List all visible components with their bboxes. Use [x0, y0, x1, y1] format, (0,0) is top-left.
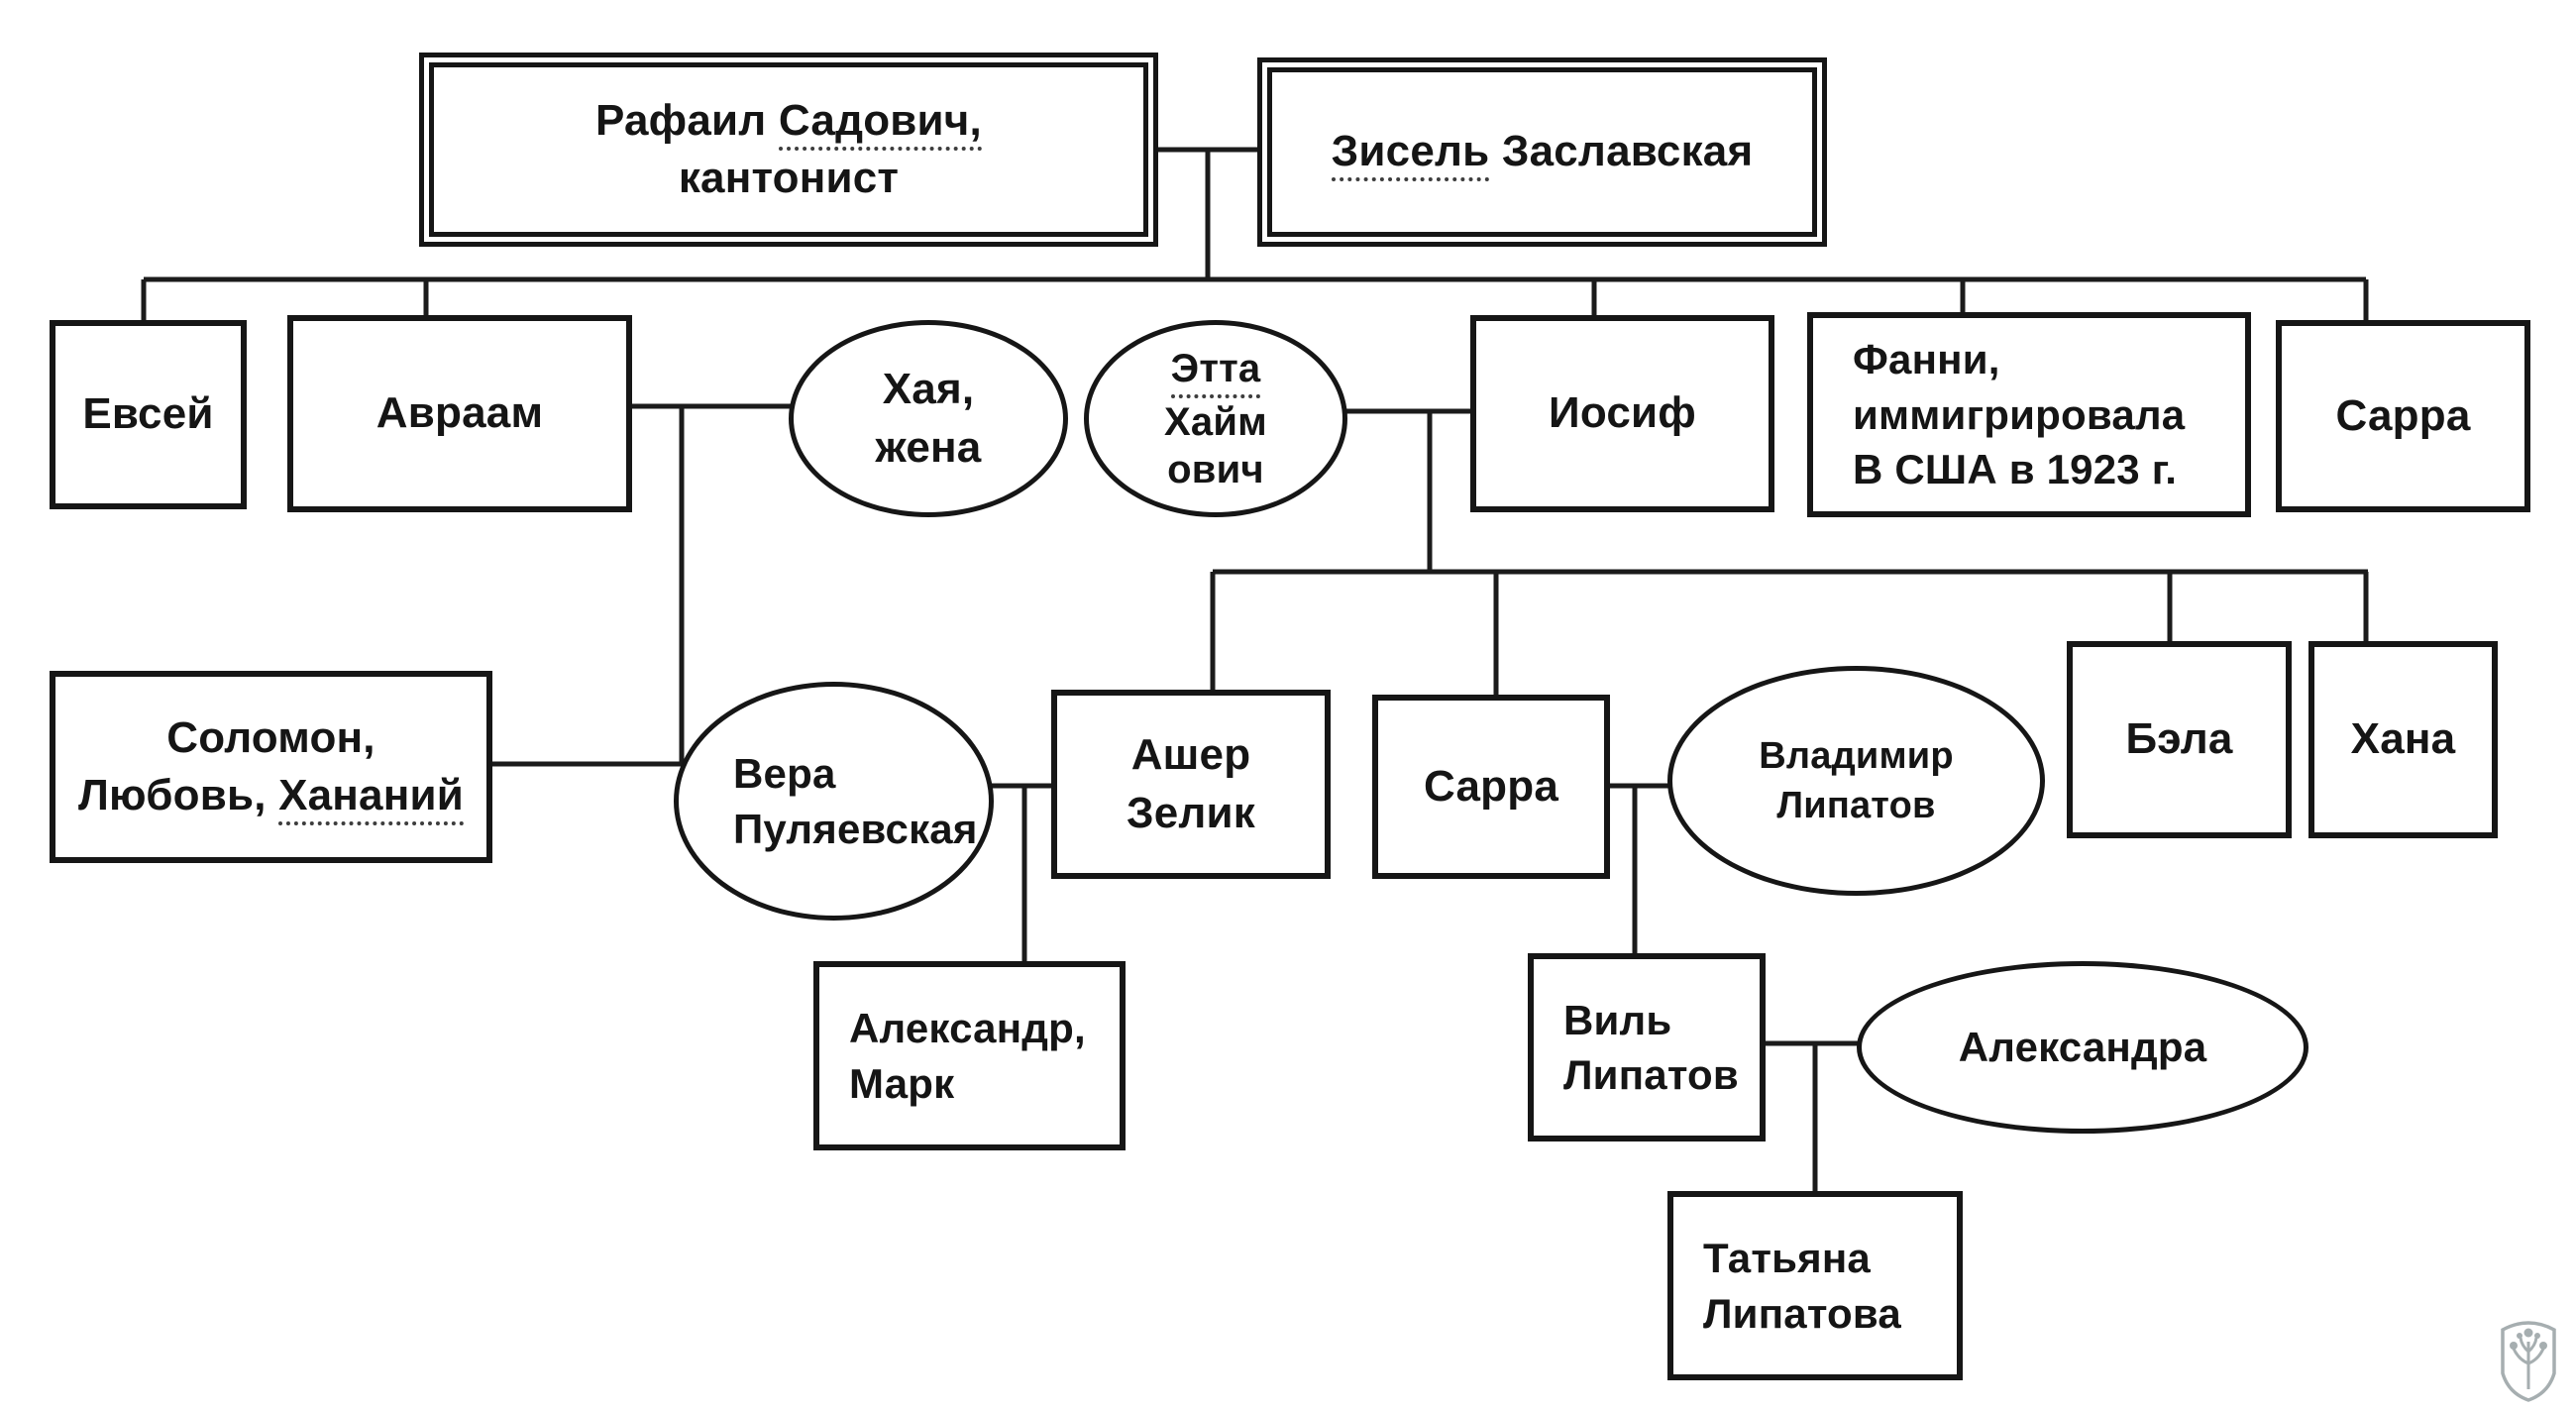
node-rafail-sadovich: Рафаил Садович, кантонист — [419, 53, 1158, 247]
node-vera-pulyaevskaya: Вера Пуляевская — [674, 682, 994, 921]
node-haya-wife: Хая, жена — [789, 320, 1068, 517]
person-note: кантонист — [678, 154, 900, 202]
person-name: Хайм — [1164, 399, 1267, 444]
person-name: Липатова — [1703, 1289, 1901, 1337]
person-name: Александра — [1958, 1024, 2207, 1071]
person-name: Зелик — [1126, 788, 1256, 837]
person-name: Татьяна — [1703, 1235, 1871, 1282]
person-name: ович — [1167, 447, 1264, 491]
person-name: Бэла — [2125, 714, 2233, 764]
person-note: В США в 1923 г. — [1853, 446, 2178, 493]
node-iosif: Иосиф — [1470, 315, 1774, 512]
underlined-word: Зисель — [1331, 127, 1490, 182]
tree-logo-watermark — [2493, 1310, 2564, 1410]
underlined-word: Этта — [1170, 345, 1261, 398]
node-aleksandra: Александра — [1857, 961, 2308, 1134]
person-name: Иосиф — [1549, 388, 1696, 438]
node-sarra-jr: Сарра — [1372, 695, 1610, 879]
node-zisel-zaslavskaya: Зисель Заславская — [1257, 57, 1827, 247]
node-vil-lipatov: Виль Липатов — [1528, 953, 1766, 1141]
tree-logo-icon — [2501, 1321, 2556, 1402]
node-evsey: Евсей — [50, 320, 247, 509]
person-name: Липатов — [1776, 785, 1936, 826]
person-name: Авраам — [376, 388, 544, 438]
node-sarra-sr: Сарра — [2276, 320, 2530, 512]
node-vladimir-lipatov: Владимир Липатов — [1667, 666, 2045, 896]
underlined-word: Садович, — [778, 95, 982, 151]
node-fanni: Фанни, иммигрировала В США в 1923 г. — [1807, 312, 2251, 517]
person-name: Сарра — [2335, 390, 2471, 440]
person-name: Фанни, — [1853, 336, 2000, 383]
person-name: Соломон, — [166, 712, 376, 762]
person-name: Марк — [849, 1059, 955, 1107]
person-name: Любовь, Хананий — [78, 767, 465, 825]
person-note: жена — [875, 422, 982, 472]
node-solomon-lyubov-hananiy: Соломон, Любовь, Хананий — [50, 671, 492, 863]
person-name: Сарра — [1423, 761, 1558, 811]
person-name: Рафаил Садович, — [595, 92, 982, 151]
person-name: Евсей — [82, 389, 214, 439]
node-aleksandr-mark: Александр, Марк — [813, 961, 1126, 1150]
person-name: Виль — [1563, 996, 1672, 1043]
person-name: Вера — [733, 750, 836, 798]
person-note: иммигрировала — [1853, 390, 2186, 438]
node-bela: Бэла — [2067, 641, 2292, 838]
person-name: Пуляевская — [733, 805, 978, 852]
person-name: Владимир — [1759, 734, 1954, 777]
underlined-word: Хананий — [278, 771, 465, 825]
node-avraam: Авраам — [287, 315, 632, 512]
person-name: Липатов — [1563, 1051, 1739, 1098]
node-hana: Хана — [2308, 641, 2498, 838]
node-tatyana-lipatova: Татьяна Липатова — [1667, 1191, 1963, 1380]
person-name: Ашер — [1130, 730, 1251, 780]
person-name: Зисель Заславская — [1331, 123, 1754, 182]
person-name: Хая, — [882, 365, 975, 414]
node-etta-haymovich: Этта Хайм ович — [1084, 320, 1347, 517]
person-name: Хана — [2350, 714, 2456, 764]
person-name: Александр, — [849, 1005, 1086, 1052]
node-asher-zelik: Ашер Зелик — [1051, 690, 1331, 879]
